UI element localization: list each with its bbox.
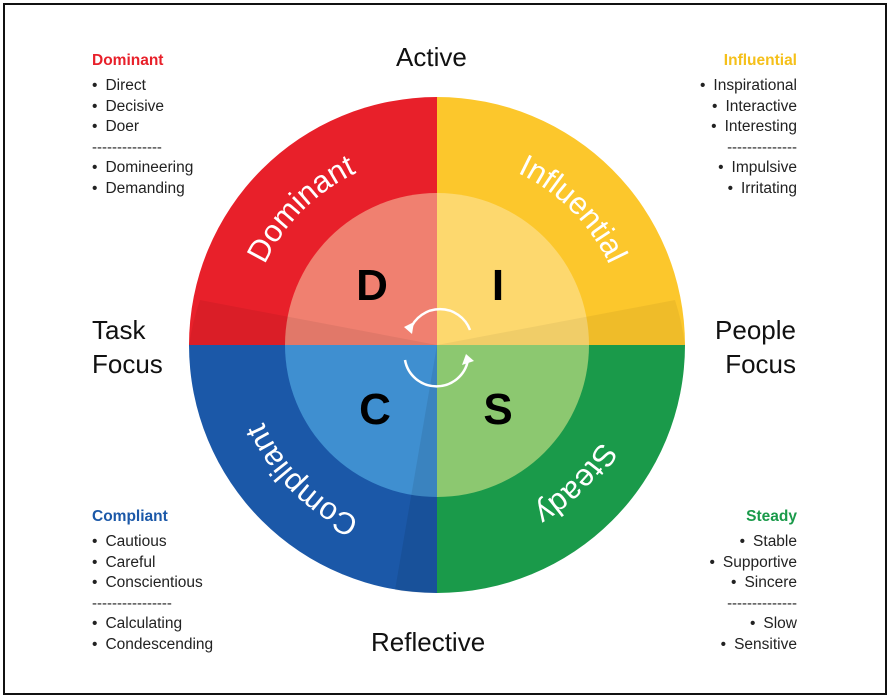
trait-item: Careful xyxy=(92,553,252,574)
trait-item: Sincere xyxy=(660,573,797,594)
weakness-item: Calculating xyxy=(92,614,252,635)
panel-steady: Steady Stable Supportive Sincere -------… xyxy=(660,508,797,656)
letter-c: C xyxy=(359,385,391,434)
trait-item: Conscientious xyxy=(92,573,252,594)
panel-influential-title: Influential xyxy=(723,52,797,69)
panel-compliant-traits: Cautious Careful Conscientious xyxy=(92,532,252,594)
shade-compliant xyxy=(395,345,437,594)
axis-label-right-line1: People xyxy=(715,315,796,345)
panel-dominant-title: Dominant xyxy=(92,52,164,69)
shade-influential xyxy=(437,300,685,345)
quadrant-dominant-inner xyxy=(285,193,437,345)
trait-item: Doer xyxy=(92,117,232,138)
axis-label-left-line1: Task xyxy=(92,315,146,345)
panel-dominant-traits: Direct Decisive Doer xyxy=(92,76,232,138)
panel-dominant-separator: -------------- xyxy=(92,139,162,157)
panel-dominant: Dominant Direct Decisive Doer ----------… xyxy=(92,52,232,200)
weakness-item: Demanding xyxy=(92,179,232,200)
quadrant-steady-inner xyxy=(437,345,589,497)
trait-item: Supportive xyxy=(660,553,797,574)
panel-compliant-weaknesses: Calculating Condescending xyxy=(92,614,252,655)
panel-dominant-weaknesses: Domineering Demanding xyxy=(92,158,232,199)
weakness-item: Impulsive xyxy=(660,158,797,179)
axis-label-right-line2: Focus xyxy=(725,349,796,379)
letter-s: S xyxy=(483,385,512,434)
weakness-item: Sensitive xyxy=(660,635,797,656)
trait-item: Inspirational xyxy=(660,76,797,97)
weakness-item: Slow xyxy=(660,614,797,635)
shade-dominant xyxy=(189,300,437,345)
quadrant-compliant-inner xyxy=(285,345,437,497)
panel-steady-traits: Stable Supportive Sincere xyxy=(660,532,797,594)
panel-steady-separator: -------------- xyxy=(727,595,797,613)
axis-label-right: People Focus xyxy=(690,313,796,381)
trait-item: Decisive xyxy=(92,97,232,118)
diagram-frame xyxy=(3,3,887,695)
axis-label-top: Active xyxy=(396,42,467,72)
panel-compliant-title: Compliant xyxy=(92,508,168,525)
panel-influential-weaknesses: Impulsive Irritating xyxy=(660,158,797,199)
weakness-item: Domineering xyxy=(92,158,232,179)
trait-item: Cautious xyxy=(92,532,252,553)
trait-item: Interactive xyxy=(660,97,797,118)
panel-influential: Influential Inspirational Interactive In… xyxy=(660,52,797,200)
panel-steady-title: Steady xyxy=(746,508,797,525)
trait-item: Interesting xyxy=(660,117,797,138)
axis-label-left: Task Focus xyxy=(92,313,163,381)
rotate-arrows-icon xyxy=(403,307,474,388)
quadrant-influential-inner xyxy=(437,193,589,345)
letter-i: I xyxy=(492,261,504,310)
trait-item: Stable xyxy=(660,532,797,553)
panel-compliant-separator: ---------------- xyxy=(92,595,172,613)
panel-influential-traits: Inspirational Interactive Interesting xyxy=(660,76,797,138)
weakness-item: Irritating xyxy=(660,179,797,200)
trait-item: Direct xyxy=(92,76,232,97)
axis-label-bottom: Reflective xyxy=(371,627,486,657)
axis-label-left-line2: Focus xyxy=(92,349,163,379)
weakness-item: Condescending xyxy=(92,635,252,656)
panel-compliant: Compliant Cautious Careful Conscientious… xyxy=(92,508,252,656)
panel-steady-weaknesses: Slow Sensitive xyxy=(660,614,797,655)
letter-d: D xyxy=(356,261,388,310)
panel-influential-separator: -------------- xyxy=(727,139,797,157)
